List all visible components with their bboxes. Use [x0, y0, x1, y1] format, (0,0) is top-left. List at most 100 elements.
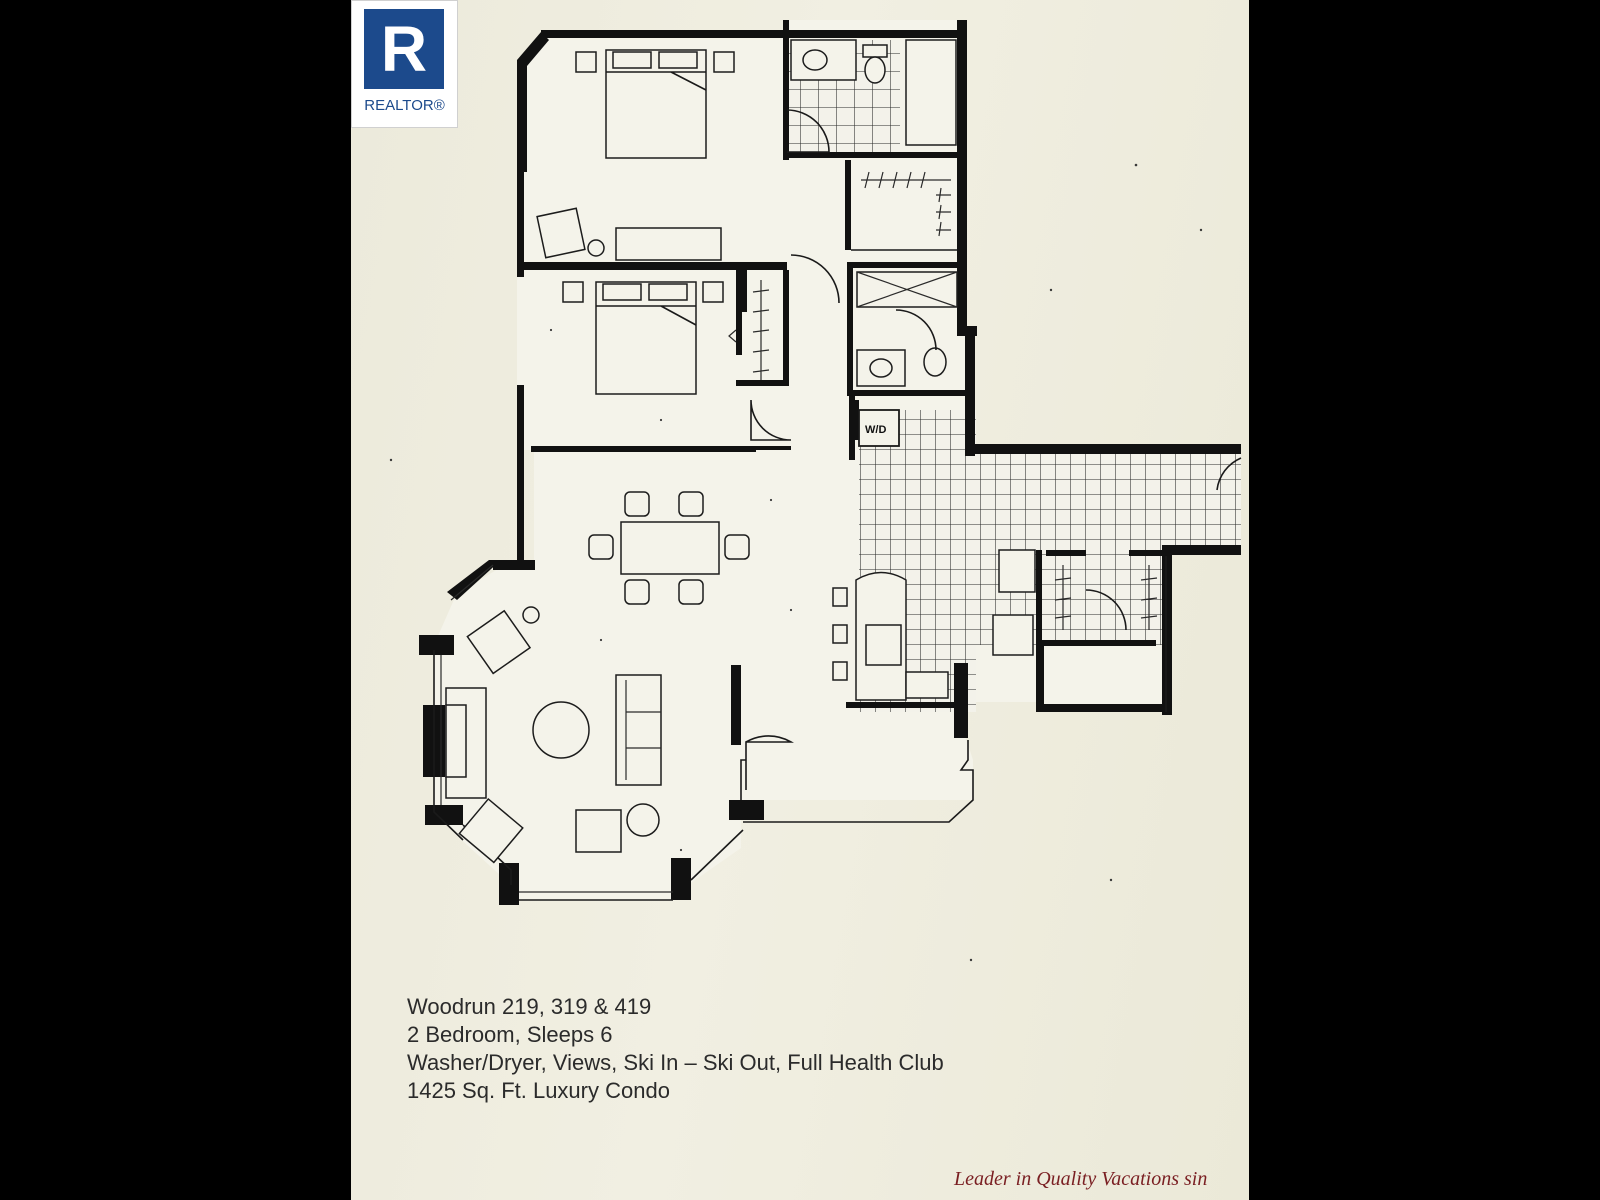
armchair-bay [575, 809, 622, 853]
master-sink [802, 49, 828, 71]
left-wall-upper [517, 172, 524, 277]
closet2-wall-right [783, 270, 789, 385]
master-closet-wall [845, 160, 851, 250]
floor-plan-photo: W/D [351, 0, 1249, 1200]
realtor-r-icon: R [364, 9, 444, 89]
armchair-bay-left [458, 797, 524, 864]
bath2-toilet [923, 347, 947, 377]
master-armchair [536, 207, 586, 259]
realtor-wordmark: REALTOR® [364, 97, 445, 114]
fridge [998, 549, 1036, 593]
exterior-outline [433, 555, 1167, 901]
closet3-wall-a [1036, 550, 1042, 645]
dining-chair-6 [724, 534, 750, 560]
sofa-cushions [625, 680, 661, 780]
bedroom2-nightstand-right [702, 281, 724, 303]
bay-window-glass [440, 564, 673, 893]
dining-chair-1 [624, 491, 650, 517]
sofa [615, 674, 662, 786]
master-bed-pillow-b [658, 51, 698, 69]
fireplace-hearth [445, 704, 467, 778]
master-bath-wall-bottom [783, 152, 963, 158]
kitchen-bottom-wall [846, 702, 956, 708]
entry-door [1216, 457, 1242, 491]
balcony-wall-left [731, 665, 741, 745]
right-mid-wall [965, 326, 975, 456]
caption-bedrooms: 2 Bedroom, Sleeps 6 [407, 1022, 613, 1047]
bedroom2-bottom-wall [531, 446, 756, 452]
bathtub [905, 39, 957, 146]
caption-unit-names: Woodrun 219, 319 & 419 [407, 994, 652, 1019]
dining-table [620, 521, 720, 575]
laundry-wall [853, 400, 859, 440]
coffee-table [532, 701, 590, 759]
closet2-hangers [728, 280, 770, 380]
shower-x [856, 271, 958, 308]
storage-bottom-wall [1039, 704, 1170, 712]
bay-post-right [671, 858, 691, 900]
stove [992, 614, 1034, 656]
bedroom2-fold [596, 305, 697, 326]
bath2-wall-bottom [847, 390, 969, 396]
master-bed-pillow-a [612, 51, 652, 69]
master-toilet-tank [862, 44, 888, 58]
balcony-wall-right [954, 663, 968, 738]
storage-right-wall [1162, 545, 1172, 715]
hallway-top-wall [965, 444, 1241, 454]
listing-caption: Woodrun 219, 319 & 419 2 Bedroom, Sleeps… [407, 993, 944, 1105]
closet3-hangers [1054, 565, 1158, 630]
storage-left-wall [1036, 645, 1044, 712]
stool-3 [832, 661, 848, 681]
nightstand-left [575, 51, 597, 73]
master-bedroom-wall [517, 32, 549, 172]
bedroom2-pillow-a [602, 283, 642, 301]
closet2-wall-left [736, 270, 742, 355]
nook-corner-top [419, 635, 454, 655]
nook-side-table [522, 606, 540, 624]
master-bath-door [786, 109, 830, 153]
washer-dryer-box [858, 409, 900, 447]
bath2-wall-left [847, 262, 853, 392]
master-toilet-bowl [864, 56, 886, 84]
bath2-sink [869, 358, 893, 378]
closet3-wall-d [1129, 550, 1169, 556]
nightstand-right [713, 51, 735, 73]
closet-door-3 [1085, 589, 1127, 631]
paper-speckles [389, 163, 1203, 962]
bedroom-divider-wall [517, 262, 787, 270]
bay-post-left [499, 863, 519, 905]
dining-chair-3 [624, 579, 650, 605]
bedroom2-bottom-wall-2 [751, 446, 791, 450]
closet3-wall-b [1036, 640, 1156, 646]
hallway-tile-floor [975, 448, 1241, 555]
realtor-mark: R [380, 13, 428, 85]
bedroom2-pillow-b [648, 283, 688, 301]
kitchen-wall [849, 395, 855, 460]
armchair-nook [466, 609, 532, 675]
floor-plan-drawing: W/D [389, 20, 1242, 962]
closet3-wall-c [1046, 550, 1086, 556]
master-closet-hangers [861, 171, 951, 237]
bay-post-mid [729, 800, 764, 820]
counter-sink [905, 671, 949, 699]
stool-1 [832, 587, 848, 607]
top-wall [541, 30, 961, 38]
hallway-bottom-wall [1166, 545, 1241, 555]
nook-wall-1 [493, 560, 535, 570]
master-bath-wall-left [783, 20, 789, 160]
master-bed-fold [606, 71, 707, 91]
master-side-table [587, 239, 605, 257]
dresser [615, 227, 722, 261]
stool-2 [832, 624, 848, 644]
bath2-door [895, 309, 937, 351]
bedroom2-door [750, 399, 792, 441]
bedroom2-nightstand-left [562, 281, 584, 303]
dining-chair-2 [678, 491, 704, 517]
balcony-door [745, 735, 794, 790]
bay-side-table [626, 803, 660, 837]
closet2-wall-bottom [736, 380, 789, 386]
realtor-logo[interactable]: R REALTOR® [351, 0, 458, 128]
bedroom-divider-wall-2 [741, 262, 747, 312]
caption-size: 1425 Sq. Ft. Luxury Condo [407, 1078, 670, 1103]
right-upper-wall [957, 20, 967, 330]
